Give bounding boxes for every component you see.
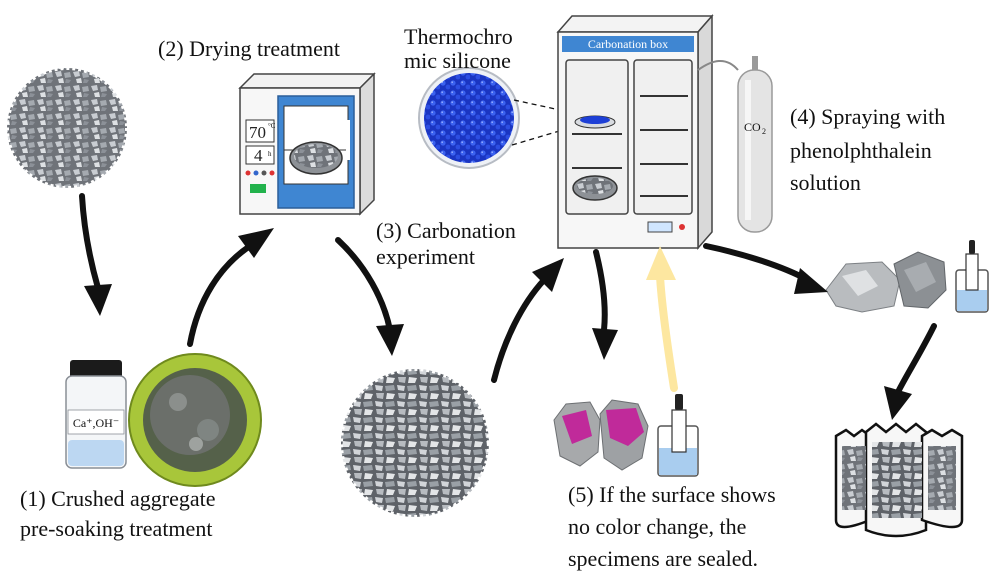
label-step4-line1: (4) Spraying with <box>790 104 945 129</box>
label-silicone-line1: Thermochro <box>404 24 513 49</box>
co2-cylinder: CO 2 <box>697 56 773 233</box>
co2-label: CO <box>744 120 761 134</box>
carbonated-aggregate-sample <box>339 367 491 519</box>
process-arrows <box>79 193 937 420</box>
label-step5-line1: (5) If the surface shows <box>568 482 776 507</box>
label-step3-line1: (3) Carbonation <box>376 218 516 243</box>
step-labels: (2) Drying treatment Thermochro mic sili… <box>20 24 945 571</box>
drying-oven: 70 °C 4 h <box>238 72 376 216</box>
oven-temperature: 70 <box>249 123 266 142</box>
label-step1-line2: pre-soaking treatment <box>20 516 212 541</box>
stained-fragments-step5 <box>553 399 649 471</box>
sealed-sample-bags <box>834 422 964 538</box>
label-step2: (2) Drying treatment <box>158 36 340 61</box>
label-step3-line2: experiment <box>376 244 475 269</box>
soaking-bowl <box>128 353 262 487</box>
oven-time-unit: h <box>268 150 272 158</box>
raw-aggregate-sample <box>5 66 129 190</box>
co2-subscript: 2 <box>762 127 766 136</box>
label-silicone-line2: mic silicone <box>404 48 511 73</box>
label-step5-line3: specimens are sealed. <box>568 546 758 571</box>
oven-time: 4 <box>254 146 263 165</box>
jar-label: Ca⁺,OH⁻ <box>73 416 119 430</box>
beaker-dropper-step4 <box>955 240 989 313</box>
oven-temp-unit: °C <box>268 122 276 130</box>
beaker-dropper-step5 <box>657 394 699 477</box>
thermochromic-silicone-dish <box>418 67 584 169</box>
label-step1-line1: (1) Crushed aggregate <box>20 486 215 511</box>
solution-jar: Ca⁺,OH⁻ <box>65 360 127 469</box>
label-step5-line2: no color change, the <box>568 514 746 539</box>
label-step4-line2: phenolphthalein <box>790 138 932 163</box>
carbonation-box: Carbonation box <box>556 14 714 250</box>
tested-fragments-step4 <box>825 251 947 313</box>
label-step4-line3: solution <box>790 170 861 195</box>
carbonation-box-title: Carbonation box <box>588 37 668 51</box>
